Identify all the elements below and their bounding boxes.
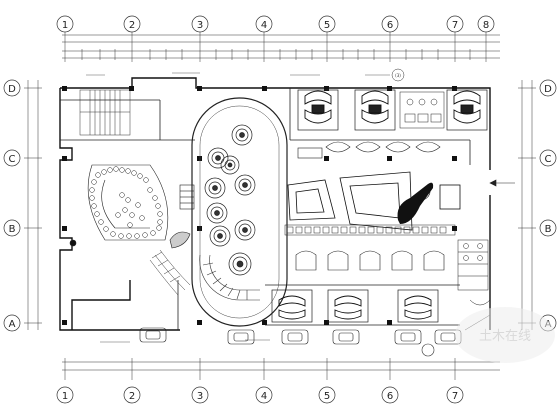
car-1 [139,327,167,343]
structural-columns [62,86,457,325]
svg-text:D: D [544,84,552,95]
central-oval-hall [191,97,288,327]
left-dimension-lines [24,80,42,330]
rose-table-8 [209,225,231,247]
svg-text:1: 1 [62,20,68,31]
svg-text:6: 6 [387,391,393,402]
svg-text:B: B [545,224,552,235]
watermark-logo: 土木在线 [455,307,555,363]
grid-bubble-2-bottom: 2 [123,386,141,404]
grid-bubble-2-top: 2 [123,15,141,33]
svg-text:2: 2 [129,391,135,402]
section-marker [421,343,435,357]
grid-bubble-C-left: C [3,149,21,167]
toilets-block [399,91,445,129]
top-dimension-lines [62,32,500,62]
left-lounge-area [87,164,169,241]
svg-text:A: A [9,319,16,330]
rose-table-7 [234,219,256,241]
plan-callout: (3) [391,68,405,82]
svg-text:5: 5 [324,20,330,31]
svg-text:4: 4 [261,391,267,402]
private-rooms-top [297,89,488,131]
grid-bubble-B-left: B [3,219,21,237]
private-rooms-bottom [271,289,439,323]
svg-text:2: 2 [129,20,135,31]
grid-bubble-D-right: D [539,79,557,97]
rose-tables [204,124,256,276]
column-bubbles-bottom: 1 2 3 4 5 6 7 [56,386,464,404]
rose-table-9 [228,252,252,276]
svg-text:4: 4 [261,20,267,31]
car-2 [227,329,255,345]
rose-table-3 [220,155,240,175]
svg-text:(3): (3) [395,73,401,78]
svg-text:5: 5 [324,391,330,402]
row-bubbles-right: D C B A [539,79,557,332]
grid-bubble-4-top: 4 [255,15,273,33]
grid-bubble-A-left: A [3,314,21,332]
grid-bubble-7-top: 7 [446,15,464,33]
booth-row-middle [295,250,445,271]
grid-bubble-1-top: 1 [56,15,74,33]
rose-table-4 [204,177,226,199]
svg-text:6: 6 [387,20,393,31]
grid-bubble-6-bottom: 6 [381,386,399,404]
bar-counter-stools [284,224,456,236]
central-bar-stage [287,171,461,231]
svg-text:B: B [9,224,16,235]
lounge-seats [89,166,163,239]
grid-bubble-1-bottom: 1 [56,386,74,404]
svg-text:7: 7 [452,391,458,402]
curved-entry-steps [149,249,191,296]
exterior-walls [59,77,491,331]
svg-text:1: 1 [62,391,68,402]
bottom-dimension-lines [62,358,500,380]
parking-cars [139,327,462,345]
rose-table-1 [231,124,253,146]
svg-text:C: C [545,154,552,165]
grid-bubble-5-bottom: 5 [318,386,336,404]
svg-text:C: C [9,154,16,165]
booth-sofas-top [304,90,481,124]
car-3 [281,329,309,345]
row-bubbles-left: D C B A [3,79,21,332]
booth-row-upper [297,141,441,159]
right-dimension-lines [518,80,536,330]
grid-bubble-4-bottom: 4 [255,386,273,404]
grid-bubble-3-top: 3 [191,15,209,33]
column-bubbles-top: 1 2 3 4 5 6 7 8 [56,15,495,33]
grid-bubble-3-bottom: 3 [191,386,209,404]
svg-text:3: 3 [197,20,203,31]
annotation-leaders [86,72,390,343]
svg-text:8: 8 [483,20,489,31]
svg-text:3: 3 [197,391,203,402]
grid-bubble-C-right: C [539,149,557,167]
grid-bubble-5-top: 5 [318,15,336,33]
booth-sofas-bottom [278,295,432,320]
grid-bubble-D-left: D [3,79,21,97]
interior-walls [60,88,471,330]
rose-table-6 [206,202,228,224]
entrance-arrow [489,179,515,187]
svg-text:D: D [8,84,16,95]
lounge-bar-fixtures [69,184,195,249]
svg-text:7: 7 [452,20,458,31]
rose-table-5 [234,174,256,196]
stairwell [79,89,131,136]
spiral-staircase [199,254,260,301]
car-5 [394,329,422,345]
car-4 [332,329,360,345]
grid-bubble-7-bottom: 7 [446,386,464,404]
grid-bubble-6-top: 6 [381,15,399,33]
grid-bubble-B-right: B [539,219,557,237]
grid-bubble-8-top: 8 [477,15,495,33]
svg-text:土木在线: 土木在线 [479,329,531,344]
guitar-shaped-bar [397,182,434,224]
